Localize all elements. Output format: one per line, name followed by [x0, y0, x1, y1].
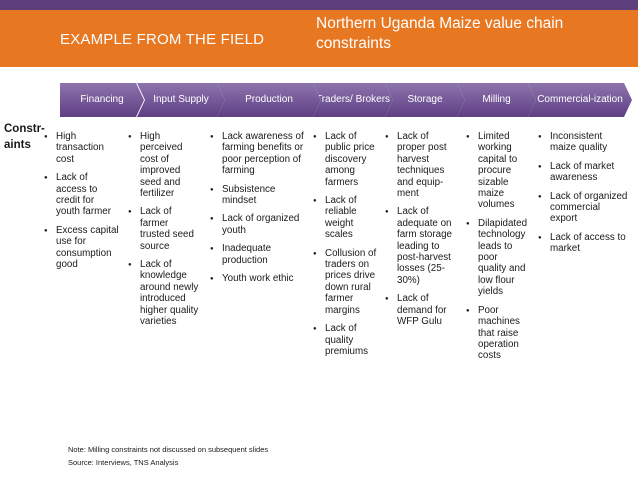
constraint-item: Lack of market awareness	[538, 161, 630, 184]
constraints-row-label: Constr-aints	[4, 123, 45, 151]
constraint-item: Lack of organized commercial export	[538, 191, 630, 225]
top-color-band	[0, 0, 638, 10]
constraint-item: High transaction cost	[44, 131, 120, 165]
footnote-source: Source: Interviews, TNS Analysis	[68, 458, 179, 467]
constraint-item: Lack of farmer trusted seed source	[128, 206, 200, 252]
constraint-item: Lack of proper post harvest techniques a…	[385, 131, 455, 199]
stage-commercialization: Commercial-ization	[528, 83, 632, 117]
constraint-item: Youth work ethic	[210, 273, 306, 284]
commercialization-constraints: Inconsistent maize quality Lack of marke…	[538, 131, 630, 262]
constraint-item: Lack of knowledge around newly introduce…	[128, 259, 200, 327]
constraint-item: Lack of access to market	[538, 232, 630, 255]
stage-input-supply: Input Supply	[137, 83, 225, 117]
constraint-item: Lack of reliable weight scales	[313, 195, 377, 241]
constraint-item: High perceived cost of improved seed and…	[128, 131, 200, 199]
section-subtitle: EXAMPLE FROM THE FIELD	[60, 31, 265, 48]
financing-constraints: High transaction cost Lack of access to …	[44, 131, 120, 277]
constraint-item: Limited working capital to procure sizab…	[466, 131, 528, 211]
stage-storage: Storage	[385, 83, 465, 117]
production-constraints: Lack awareness of farming benefits or po…	[210, 131, 306, 291]
constraint-item: Excess capital use for consumption good	[44, 225, 120, 271]
constraint-item: Lack of public price discovery among far…	[313, 131, 377, 188]
footnote-note: Note: Milling constraints not discussed …	[68, 445, 269, 454]
constraint-item: Lack of organized youth	[210, 213, 306, 236]
input-supply-constraints: High perceived cost of improved seed and…	[128, 131, 200, 335]
constraint-item: Lack of demand for WFP Gulu	[385, 293, 455, 327]
stage-milling: Milling	[457, 83, 536, 117]
traders-constraints: Lack of public price discovery among far…	[313, 131, 377, 364]
slide-title: Northern Uganda Maize value chain constr…	[316, 15, 564, 52]
constraint-item: Collusion of traders on prices drive dow…	[313, 248, 377, 316]
constraint-item: Dilapidated technology leads to poor qua…	[466, 218, 528, 298]
constraint-item: Poor machines that raise operation costs	[466, 305, 528, 362]
stage-traders-brokers: Traders/ Brokers	[313, 83, 393, 117]
constraint-item: Lack of access to credit for youth farme…	[44, 172, 120, 218]
constraint-item: Lack awareness of farming benefits or po…	[210, 131, 306, 177]
milling-constraints: Limited working capital to procure sizab…	[466, 131, 528, 369]
stage-financing: Financing	[60, 83, 144, 117]
header-band: EXAMPLE FROM THE FIELD Northern Uganda M…	[0, 10, 638, 67]
constraint-item: Inadequate production	[210, 243, 306, 266]
value-chain-stages: Financing Input Supply Production Trader…	[60, 83, 632, 117]
storage-constraints: Lack of proper post harvest techniques a…	[385, 131, 455, 335]
footnotes: Note: Milling constraints not discussed …	[68, 443, 268, 469]
constraint-item: Subsistence mindset	[210, 184, 306, 207]
stage-production: Production	[217, 83, 321, 117]
constraint-item: Lack of quality premiums	[313, 323, 377, 357]
constraint-item: Inconsistent maize quality	[538, 131, 630, 154]
constraint-item: Lack of adequate on farm storage leading…	[385, 206, 455, 286]
